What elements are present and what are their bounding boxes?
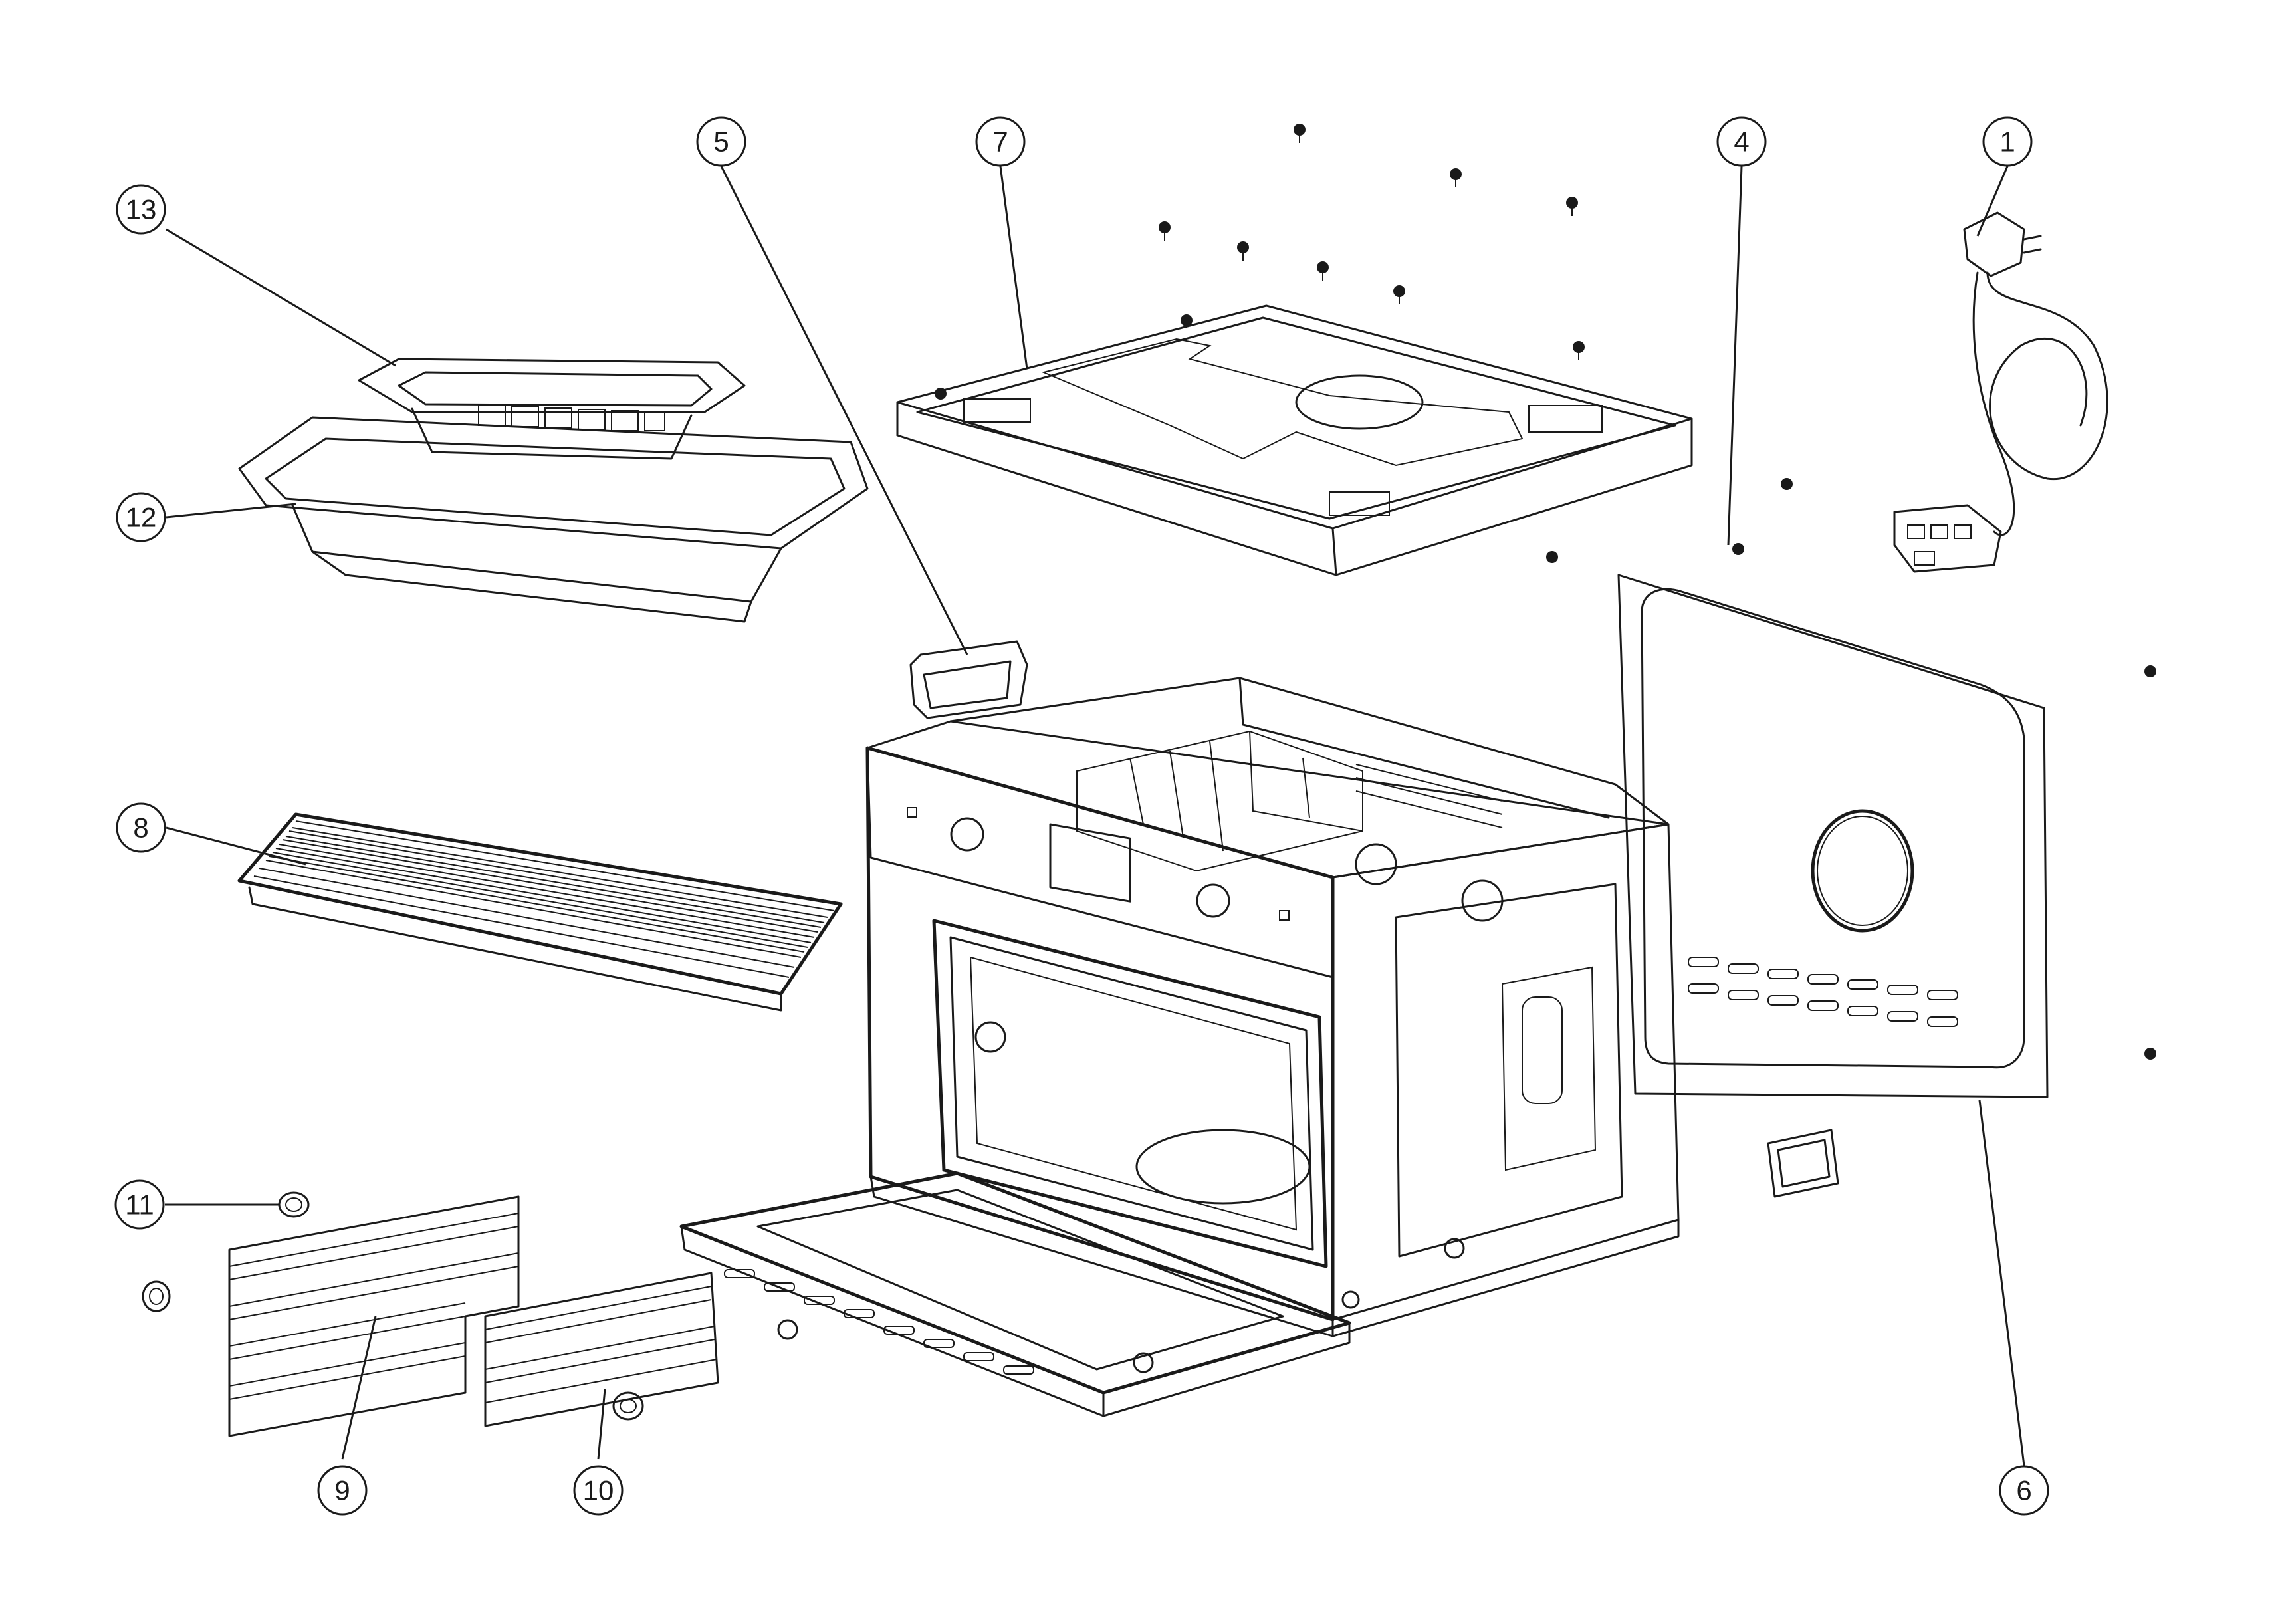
callout-11: 11: [114, 1179, 165, 1230]
callout-1: 1: [1982, 116, 2033, 167]
callout-7: 7: [975, 116, 1026, 167]
part-6-rear-panel: [1617, 574, 2049, 1098]
part-10-side-rail-right: [484, 1272, 719, 1427]
callout-9: 9: [317, 1465, 368, 1516]
part-1-power-cord: [1893, 211, 2108, 573]
callout-11-label: 11: [125, 1189, 154, 1220]
callout-7-label: 7: [992, 126, 1008, 158]
callout-13: 13: [116, 184, 166, 235]
callout-5-label: 5: [713, 126, 729, 158]
callout-10-label: 10: [583, 1475, 614, 1506]
callout-9-label: 9: [334, 1475, 350, 1506]
oven-door-open: [679, 1171, 1351, 1417]
callout-8-label: 8: [133, 812, 148, 844]
callout-6: 6: [1999, 1465, 2049, 1516]
part-13-perforated-steam-tray: [358, 358, 746, 460]
callout-5: 5: [696, 116, 746, 167]
callout-1-label: 1: [1999, 126, 2015, 158]
part-11-clip: [278, 1191, 310, 1218]
rear-bracket: [1767, 1129, 1839, 1198]
callout-13-label: 13: [126, 194, 157, 225]
callout-12: 12: [116, 492, 166, 542]
spare-clip-bottom: [612, 1391, 644, 1421]
spare-clip-left: [142, 1280, 171, 1312]
callout-12-label: 12: [126, 502, 157, 533]
callout-8: 8: [116, 802, 166, 853]
part-7-top-cover-panel: [896, 304, 1693, 576]
part-8-wire-rack: [237, 812, 843, 1012]
oven-body: [865, 677, 1680, 1337]
part-5-lamp-cover: [909, 640, 1028, 719]
callout-4: 4: [1716, 116, 1767, 167]
screws-group: [935, 124, 2156, 1060]
leader-lines: [165, 166, 2025, 1466]
part-12-baking-tray: [238, 416, 869, 623]
part-9-side-rail-left: [228, 1195, 520, 1437]
callout-10: 10: [573, 1465, 624, 1516]
callout-4-label: 4: [1734, 126, 1749, 158]
callout-6-label: 6: [2016, 1475, 2031, 1506]
